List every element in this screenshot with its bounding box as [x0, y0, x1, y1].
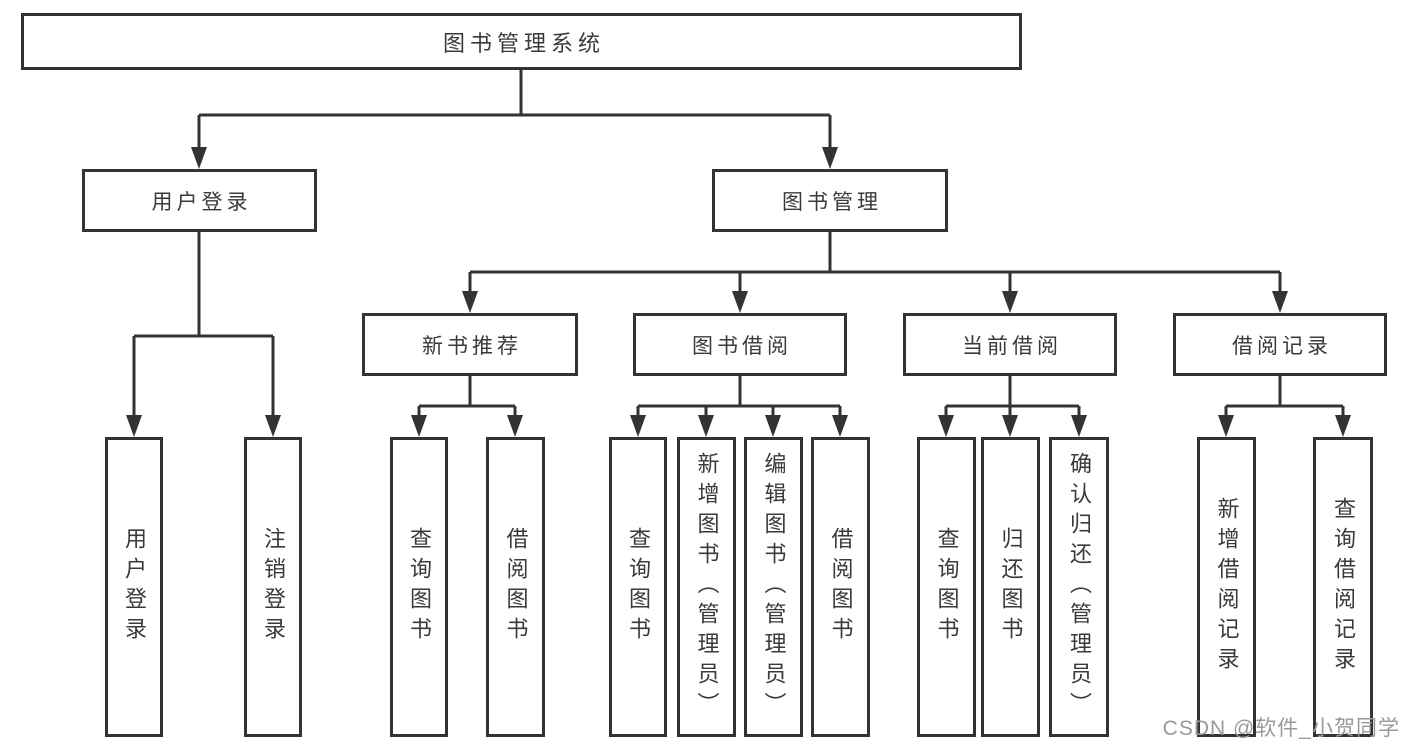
- leaf-query-books-recommend-label: 查询图书: [407, 527, 432, 647]
- node-new-book-recommend-label: 新书推荐: [422, 334, 522, 358]
- leaf-confirm-return-admin-label: 确认归还（管理员）: [1067, 452, 1092, 722]
- leaf-query-books-current-label: 查询图书: [934, 527, 960, 647]
- watermark: CSDN @软件_小贺同学: [1162, 717, 1400, 740]
- node-new-book-recommend: 新书推荐: [362, 313, 578, 376]
- leaf-logout-login: 注销登录: [244, 437, 302, 737]
- leaf-query-books-borrowing-label: 查询图书: [626, 527, 651, 647]
- leaf-logout-login-label: 注销登录: [261, 527, 286, 647]
- leaf-borrow-books-borrowing: 借阅图书: [811, 437, 870, 737]
- node-borrowing-records: 借阅记录: [1173, 313, 1387, 376]
- leaf-return-books: 归还图书: [981, 437, 1040, 737]
- leaf-return-books-label: 归还图书: [998, 527, 1024, 647]
- leaf-borrow-books-borrowing-label: 借阅图书: [828, 527, 854, 647]
- leaf-add-borrow-record: 新增借阅记录: [1197, 437, 1256, 737]
- leaf-user-login: 用户登录: [105, 437, 163, 737]
- node-current-borrowing: 当前借阅: [903, 313, 1117, 376]
- node-book-management-label: 图书管理: [782, 190, 882, 214]
- leaf-user-login-label: 用户登录: [122, 527, 147, 647]
- node-book-management: 图书管理: [712, 169, 948, 232]
- leaf-borrow-books-recommend: 借阅图书: [486, 437, 545, 737]
- node-root: 图书管理系统: [21, 13, 1022, 70]
- leaf-query-books-current: 查询图书: [917, 437, 976, 737]
- leaf-query-borrow-record: 查询借阅记录: [1313, 437, 1373, 737]
- node-book-borrowing-label: 图书借阅: [692, 334, 792, 358]
- node-root-label: 图书管理系统: [442, 30, 605, 56]
- leaf-edit-books-admin-label: 编辑图书（管理员）: [761, 452, 787, 722]
- leaf-add-borrow-record-label: 新增借阅记录: [1214, 497, 1240, 677]
- leaf-query-books-recommend: 查询图书: [390, 437, 448, 737]
- leaf-query-books-borrowing: 查询图书: [609, 437, 667, 737]
- leaf-borrow-books-recommend-label: 借阅图书: [503, 527, 529, 647]
- leaf-query-borrow-record-label: 查询借阅记录: [1331, 497, 1356, 677]
- node-user-login-label: 用户登录: [151, 190, 252, 214]
- leaf-edit-books-admin: 编辑图书（管理员）: [744, 437, 803, 737]
- node-user-login: 用户登录: [82, 169, 317, 232]
- node-borrowing-records-label: 借阅记录: [1232, 334, 1332, 358]
- leaf-add-books-admin: 新增图书（管理员）: [677, 437, 736, 737]
- leaf-add-books-admin-label: 新增图书（管理员）: [694, 452, 720, 722]
- node-book-borrowing: 图书借阅: [633, 313, 847, 376]
- node-current-borrowing-label: 当前借阅: [962, 334, 1062, 358]
- leaf-confirm-return-admin: 确认归还（管理员）: [1049, 437, 1109, 737]
